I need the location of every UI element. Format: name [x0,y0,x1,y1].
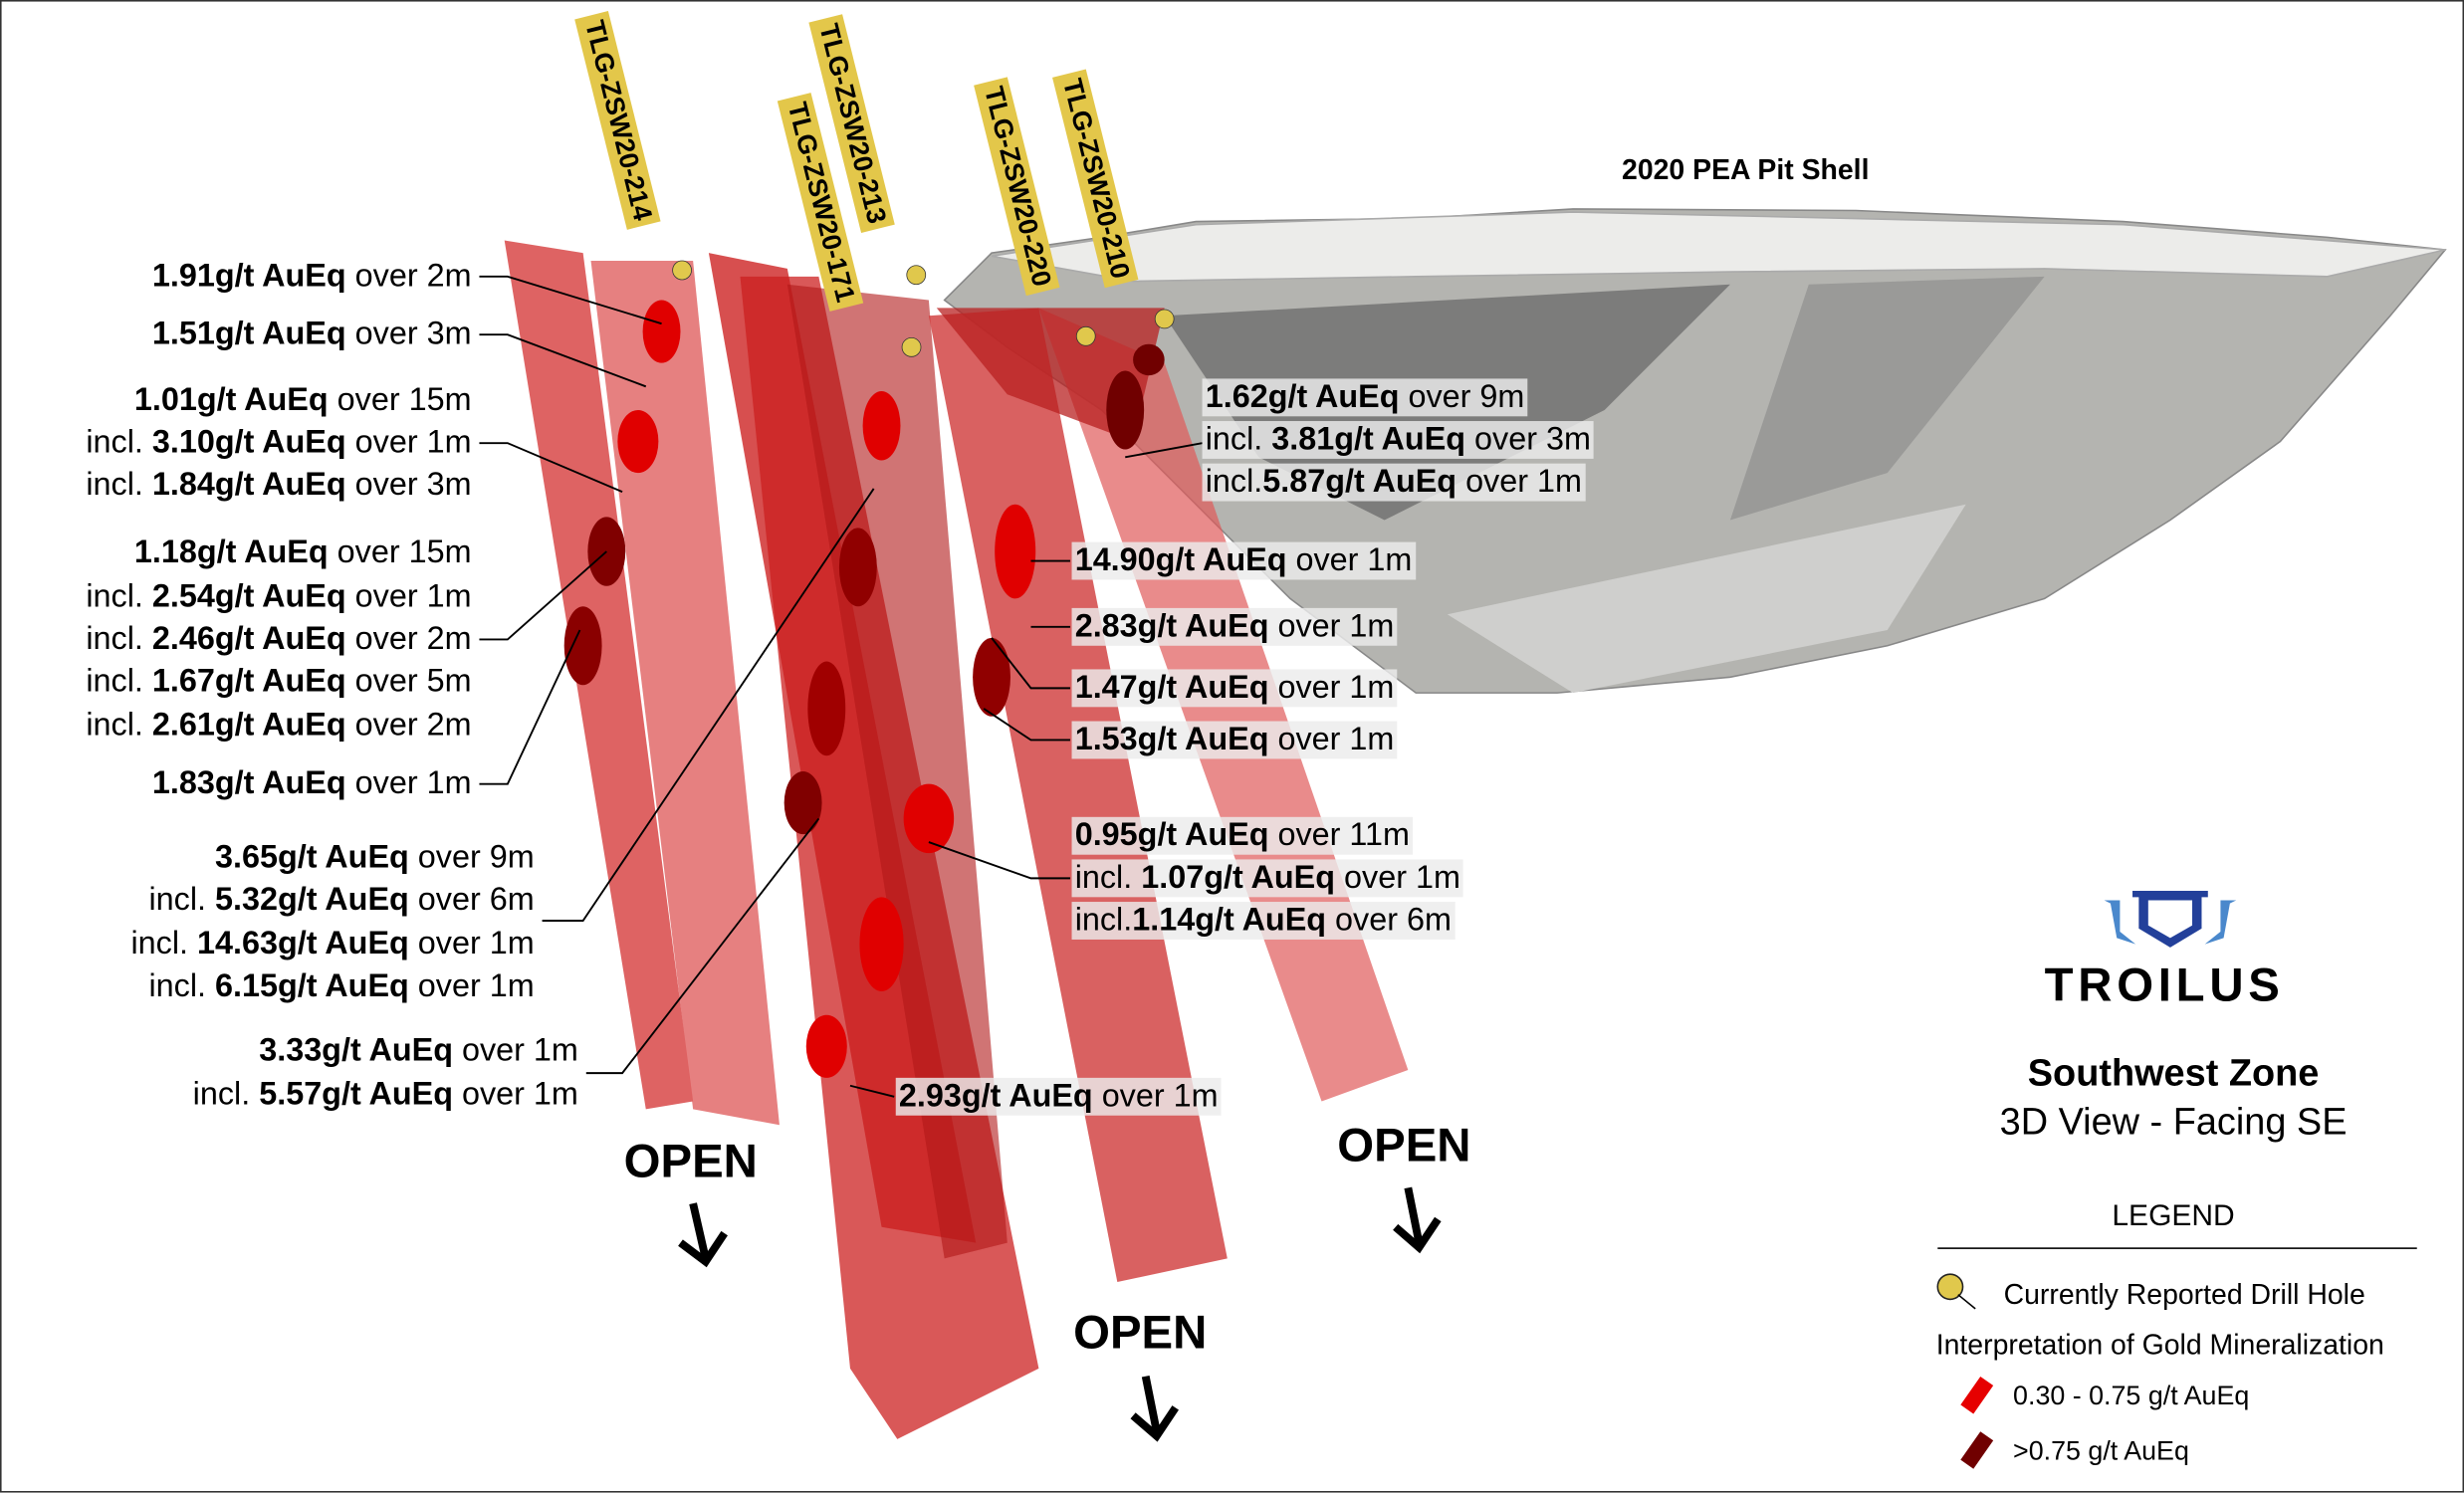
legend-low-grade: 0.30 - 0.75 g/t AuEq [2013,1381,2250,1411]
troilus-logo-icon [2104,891,2237,948]
assay-label: incl. 1.07g/t AuEq over 1m [1071,859,1464,898]
assay-label: 3.33g/t AuEq over 1m [259,1032,578,1069]
open-label: OPEN [1073,1307,1208,1360]
drill-collars [672,260,1175,357]
assay-label: incl. 5.32g/t AuEq over 6m [148,881,535,918]
assay-label: 2.83g/t AuEq over 1m [1071,607,1398,646]
assay-label: incl. 6.15g/t AuEq over 1m [148,967,535,1004]
legend-divider [1937,1247,2417,1249]
open-label: OPEN [1337,1120,1471,1173]
assay-label: incl. 3.81g/t AuEq over 3m [1202,421,1595,459]
assay-label: incl. 3.10g/t AuEq over 1m [86,424,472,461]
mineralization-bands [504,240,1409,1439]
assay-label: 1.18g/t AuEq over 15m [133,534,472,570]
legend-high-grade: >0.75 g/t AuEq [2013,1435,2189,1466]
assay-label: incl.5.87g/t AuEq over 1m [1202,463,1586,502]
assay-label: 1.62g/t AuEq over 9m [1202,378,1528,417]
assay-label: incl.1.14g/t AuEq over 6m [1071,902,1456,940]
drill-intercepts [563,300,1165,1078]
zone-title: Southwest Zone [2027,1052,2320,1096]
assay-label: 1.53g/t AuEq over 1m [1071,721,1398,759]
assay-label: incl. 2.61g/t AuEq over 2m [86,707,472,744]
assay-label: 0.95g/t AuEq over 11m [1071,816,1414,855]
brand-wordmark: TROILUS [2044,960,2285,1012]
assay-label: incl. 14.63g/t AuEq over 1m [130,925,535,962]
open-arrows [678,1186,1442,1442]
leader-lines [479,275,1203,1098]
assay-label: incl. 5.57g/t AuEq over 1m [192,1076,578,1113]
assay-label: 1.47g/t AuEq over 1m [1071,669,1398,708]
assay-label: incl. 1.84g/t AuEq over 3m [86,466,472,504]
assay-label: incl. 2.54g/t AuEq over 1m [86,577,472,615]
assay-label: 1.83g/t AuEq over 1m [151,764,472,802]
view-subtitle: 3D View - Facing SE [1999,1101,2348,1145]
assay-label: 1.51g/t AuEq over 3m [151,316,472,352]
assay-label: 1.01g/t AuEq over 15m [133,381,472,418]
drill-collar-icon [1936,1273,1976,1310]
assay-label: incl. 2.46g/t AuEq over 2m [86,620,472,657]
pit-shell-title: 2020 PEA Pit Shell [1622,153,1870,186]
legend-interpretation: Interpretation of Gold Mineralization [1935,1329,2384,1361]
assay-label: 14.90g/t AuEq over 1m [1071,541,1416,580]
legend-heading: LEGEND [2112,1199,2235,1234]
assay-label: 1.91g/t AuEq over 2m [151,257,472,295]
open-label: OPEN [623,1136,758,1188]
legend-drill-hole: Currently Reported Drill Hole [2003,1278,2365,1311]
assay-label: 3.65g/t AuEq over 9m [215,838,535,876]
assay-label: incl. 1.67g/t AuEq over 5m [86,663,472,700]
assay-label: 2.93g/t AuEq over 1m [895,1077,1222,1116]
